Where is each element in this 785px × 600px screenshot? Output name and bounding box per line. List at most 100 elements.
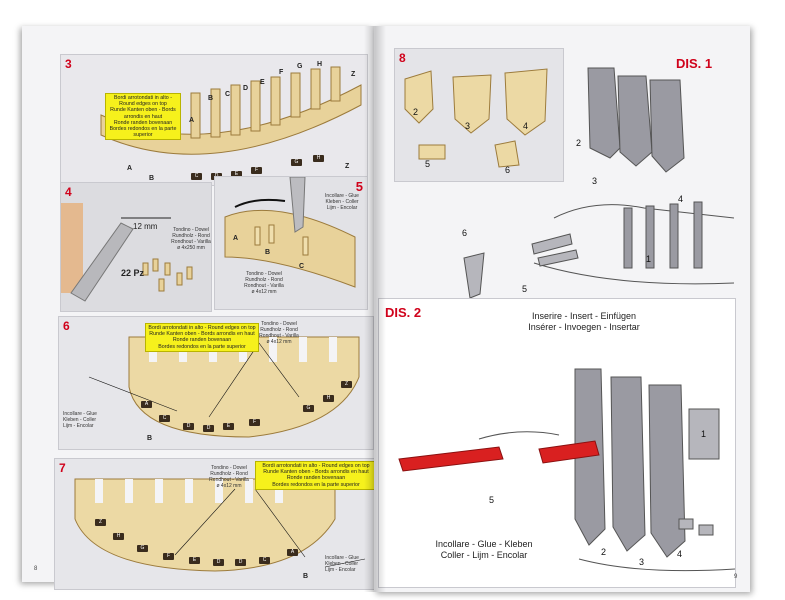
step-7-note: Bordi arrotondati in alto - Round edges …	[255, 461, 375, 490]
dis2-part-label: 3	[639, 557, 645, 567]
spec-line: Tondino - Dowel	[173, 227, 209, 233]
step-7-number: 7	[59, 461, 66, 475]
step-6-piece: Z	[341, 381, 352, 388]
glue-line: Lijm - Encolar	[63, 423, 94, 429]
step-4-dowel-spec: Tondino - Dowel Rundholz - Rond Rondhout…	[171, 227, 211, 251]
note-line: Bordes redondos en la parte superior	[158, 343, 246, 350]
dis2-part-label: 2	[601, 547, 607, 557]
piece-tag-h: H	[313, 155, 324, 162]
dis1-part-label: 4	[678, 194, 684, 204]
step-7-piece: E	[189, 557, 200, 564]
spec-line: Rondhout - Varilla	[259, 333, 299, 339]
step-6-piece: C	[159, 415, 170, 422]
step-3-panel: 3 Bordi arrotondati in alto - Round edge…	[60, 54, 368, 186]
step-6-glue-text: Incollare - Glue Kleben - Coller Lijm - …	[63, 411, 111, 429]
step-7-piece: D	[235, 559, 246, 566]
dis1-diagram: DIS. 1	[414, 48, 734, 310]
glue-line: Incollare - Glue - Kleben	[435, 539, 533, 549]
step-5-dowel-illustration	[224, 177, 356, 288]
piece-label-a: A	[127, 165, 133, 172]
step-6-piece: G	[303, 405, 314, 412]
spec-line: ø 4x12 mm	[216, 483, 242, 489]
spec-line: Tondino - Dowel	[261, 321, 297, 327]
spec-line: Rondhout - Varilla	[244, 283, 284, 289]
step-7-piece: A	[287, 549, 298, 556]
step-8-parts-illustration	[404, 68, 548, 168]
step-7-piece: G	[137, 545, 148, 552]
step-4-panel: 4 12 mm 22 Pz Tondino - Dowel Rundholz -…	[60, 182, 212, 312]
spec-line: Rundholz - Rond	[245, 277, 283, 283]
step-5-glue-text: Incollare - Glue Kleben - Coller Lijm - …	[319, 193, 365, 211]
left-page: 3 Bordi arrotondati in alto - Round edge…	[22, 26, 376, 590]
right-page: 8 2 3 4 5 6 DIS. 1	[374, 26, 750, 592]
note-line: Bordi arrotondati in alto - Round edges …	[113, 95, 172, 108]
step-6-piece: F	[249, 419, 260, 426]
note-line: Bordes redondos en la parte superior	[109, 126, 177, 139]
step-3-note: Bordi arrotondati in alto - Round edges …	[105, 93, 181, 141]
frame-label-a: A	[189, 117, 195, 124]
step-8-part-label: 5	[425, 159, 431, 169]
dis2-hull-illustration	[398, 368, 735, 572]
frame-label-b: B	[208, 95, 214, 102]
step-5-label-a: A	[233, 235, 239, 242]
step-8-part-label: 4	[523, 121, 529, 131]
step-7-piece: C	[259, 557, 270, 564]
spec-line: ø 4x12 mm	[266, 339, 292, 345]
spec-line: ø 4x12 mm	[251, 289, 277, 295]
step-7-piece: H	[113, 533, 124, 540]
step-8-panel: 8 2 3 4 5 6	[394, 48, 564, 182]
piece-tag-e: E	[231, 171, 242, 178]
step-7-label-b: B	[303, 573, 309, 580]
step-4-count: 22 Pz	[121, 268, 145, 278]
note-line: Runde Kanten oben - Bords arrondis en ha…	[110, 107, 176, 120]
step-6-piece: D	[203, 425, 214, 432]
dis2-glue-text: Incollare - Glue - Kleben Coller - Lijm …	[409, 539, 559, 561]
step-6-piece: D	[183, 423, 194, 430]
step-5-label-b: B	[265, 249, 271, 256]
note-line: Ronde randen bovenaan	[113, 119, 173, 126]
step-7-piece: D	[213, 559, 224, 566]
frame-label-e: E	[260, 79, 265, 86]
step-5-label-c: C	[299, 263, 305, 270]
glue-line: Kleben - Coller	[325, 199, 359, 205]
spec-line: Tondino - Dowel	[246, 271, 282, 277]
step-5-number: 5	[355, 179, 363, 194]
step-6-piece: A	[141, 401, 152, 408]
glue-line: Incollare - Glue	[63, 411, 97, 417]
piece-tag-c: C	[191, 173, 202, 180]
dis2-panel: DIS. 2 Inserire - Insert - Einfügen Insé…	[378, 298, 736, 588]
step-7-piece: Z	[95, 519, 106, 526]
glue-line: Kleben - Coller	[325, 561, 359, 567]
frame-label-c: C	[225, 91, 231, 98]
step-8-number: 8	[399, 51, 406, 65]
step-6-panel: 6 Bordi arrotondati in alto - Round edge…	[58, 316, 374, 450]
glue-line: Coller - Lijm - Encolar	[440, 550, 528, 560]
note-line: Ronde randen bovenaan	[286, 475, 346, 482]
insert-line: Inserire - Insert - Einfügen	[531, 311, 637, 321]
dis2-part-label: 4	[677, 549, 683, 559]
step-4-number: 4	[65, 185, 72, 199]
piece-tag-g: G	[291, 159, 302, 166]
frame-label-f: F	[279, 69, 284, 76]
glue-line: Incollare - Glue	[325, 555, 359, 561]
glue-line: Incollare - Glue	[325, 193, 359, 199]
note-line: Runde Kanten oben - Bords arrondis en ha…	[149, 331, 255, 338]
step-7-glue-text: Incollare - Glue Kleben - Coller Lijm - …	[325, 555, 373, 573]
step-6-piece: H	[323, 395, 334, 402]
dis1-hull-illustration	[463, 67, 734, 299]
note-line: Ronde randen bovenaan	[172, 337, 232, 344]
frame-label-h: H	[317, 61, 323, 68]
step-5-panel: 5 Incollare - Glue Kleben - Coller Lijm …	[214, 176, 368, 310]
page-number-right: 9	[734, 574, 738, 580]
dis2-part-label: 5	[489, 495, 495, 505]
step-6-dowel-spec: Tondino - Dowel Rundholz - Rond Rondhout…	[255, 321, 303, 345]
frame-label-d: D	[243, 85, 249, 92]
book-gutter	[364, 26, 386, 592]
step-7-panel: 7 Bordi arrotondati in alto - Round edge…	[54, 458, 376, 590]
spec-line: Tondino - Dowel	[211, 465, 247, 471]
step-5-dowel-spec: Tondino - Dowel Rundholz - Rond Rondhout…	[241, 271, 287, 295]
glue-line: Lijm - Encolar	[326, 205, 358, 211]
note-line: Bordi arrotondati in alto - Round edges …	[262, 463, 370, 469]
dis1-part-label: 3	[592, 176, 598, 186]
